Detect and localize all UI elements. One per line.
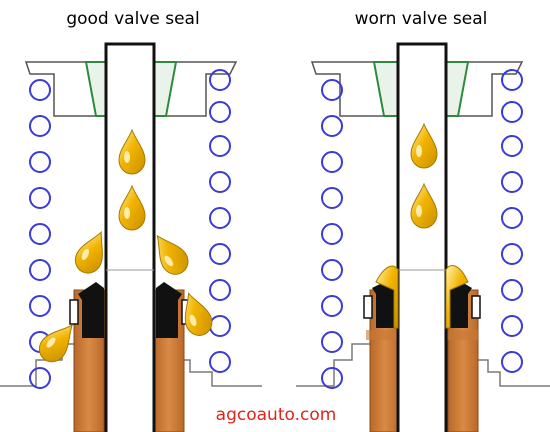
- good-seal-panel: good valve seal: [0, 9, 262, 432]
- valve-seal-icon: [372, 280, 396, 328]
- worn-seal-panel: worn valve seal: [296, 9, 550, 432]
- seal-spring-clip: [363, 295, 373, 319]
- valve-stem-icon: [104, 42, 156, 432]
- oil-leak-film: [445, 265, 469, 329]
- agcoauto-watermark[interactable]: agcoauto.com: [216, 405, 337, 425]
- worn-seal-title: worn valve seal: [355, 9, 488, 29]
- good-seal-title: good valve seal: [66, 9, 199, 29]
- valve-spring-coil-icon: [321, 69, 523, 389]
- oil-leak-film: [375, 265, 399, 329]
- valve-seal-icon: [450, 280, 472, 328]
- valve-seal-icon: [156, 282, 182, 338]
- seal-spring-clip: [471, 295, 481, 319]
- valve-seal-icon: [78, 282, 104, 338]
- seal-spring-clip: [69, 299, 79, 325]
- valve-stem-icon: [396, 42, 448, 432]
- valve-spring-coil-icon: [29, 69, 231, 389]
